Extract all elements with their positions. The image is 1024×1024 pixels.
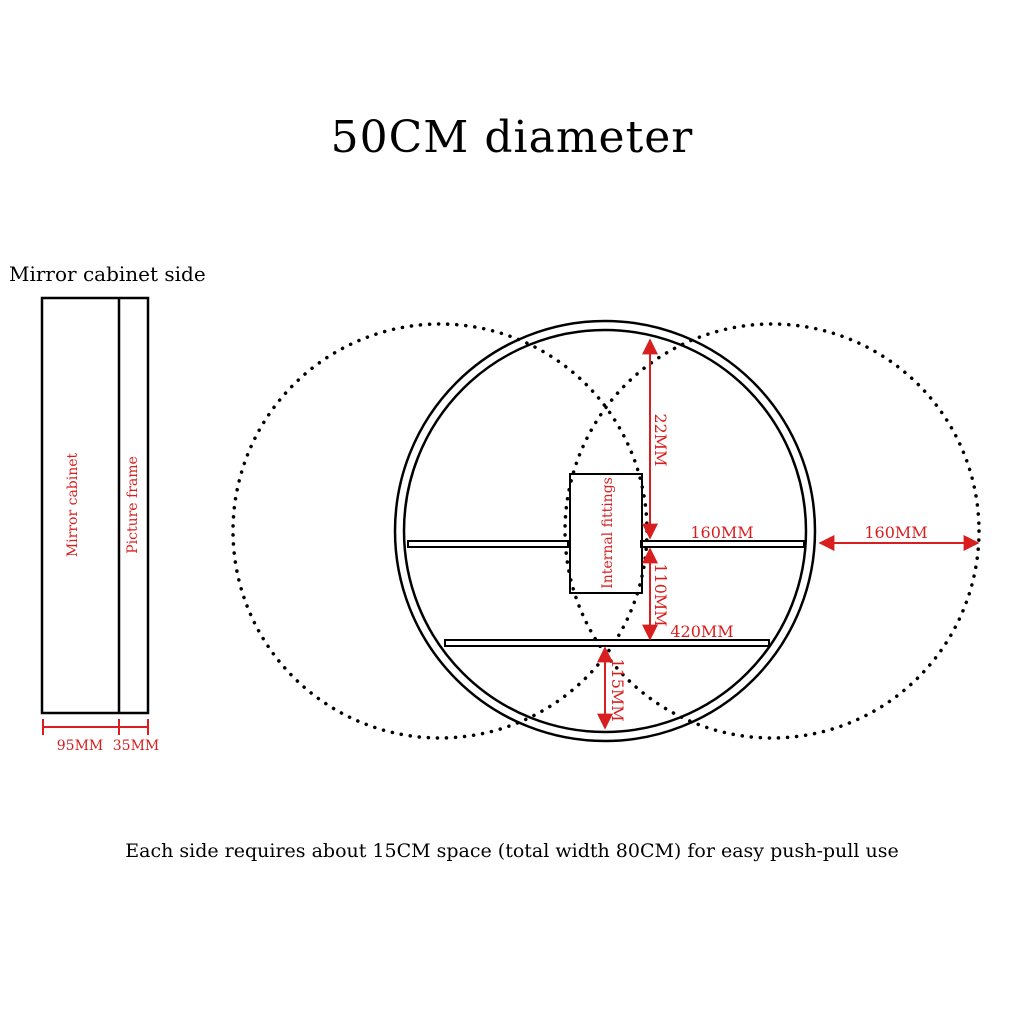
front-view: Internal fittings 22MM 160MM 160MM 110MM…	[231, 319, 981, 743]
door-swing-right	[563, 322, 981, 740]
mirror-cabinet-body	[40, 296, 150, 715]
dim-bottom-gap-label: 115MM	[608, 658, 627, 721]
dim-shelf-gap-label: 110MM	[651, 563, 670, 626]
mirror-cabinet-label: Mirror cabinet	[65, 452, 81, 557]
outer-frame-ring	[393, 319, 817, 743]
dim-frame-depth: 35MM	[113, 738, 159, 754]
dim-shelf-right-label: 160MM	[690, 523, 753, 542]
dim-cabinet-depth: 95MM	[57, 738, 103, 754]
lower-shelf	[444, 639, 770, 647]
side-view: Mirror cabinet Picture frame 95MM 35MM	[40, 296, 159, 754]
dim-lower-shelf-label: 420MM	[670, 622, 733, 641]
side-view-label: Mirror cabinet side	[9, 262, 206, 286]
footer-caption: Each side requires about 15CM space (tot…	[125, 840, 899, 862]
picture-frame-label: Picture frame	[125, 456, 141, 554]
inner-frame-ring	[402, 328, 808, 734]
internal-fittings-label: Internal fittings	[600, 477, 616, 589]
dim-side-clearance-label: 160MM	[864, 523, 927, 542]
dim-top-gap-label: 22MM	[651, 413, 670, 466]
door-swing-left	[231, 322, 649, 740]
page-title: 50CM diameter	[330, 112, 694, 163]
upper-shelf-left	[407, 540, 569, 548]
